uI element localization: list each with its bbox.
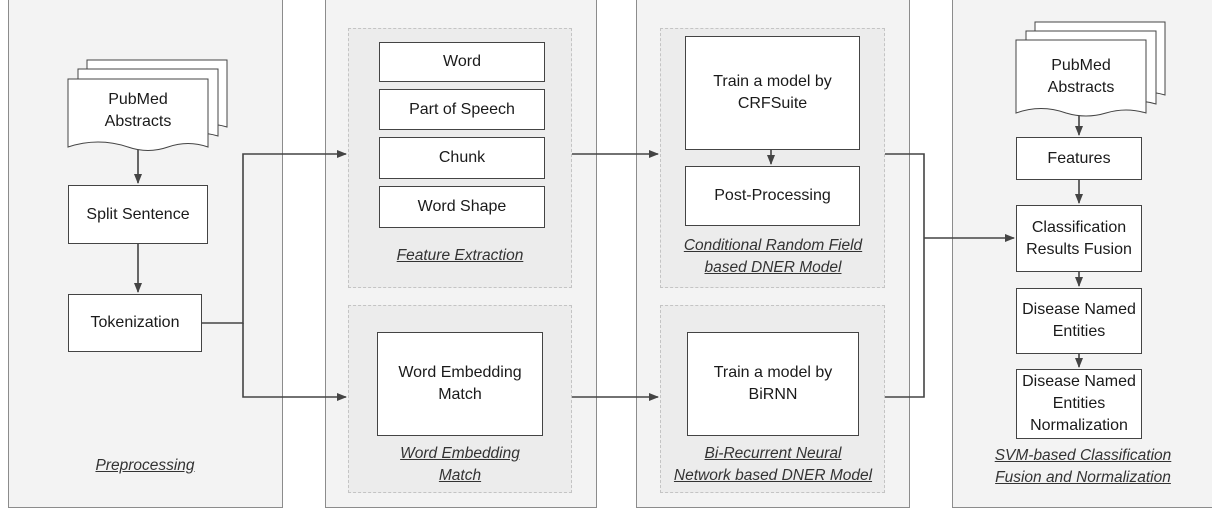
crf-train-box: Train a model by CRFSuite — [685, 36, 860, 150]
classification-fusion-box: Classification Results Fusion — [1016, 205, 1142, 272]
word-embedding-caption: Word Embedding Match — [400, 445, 520, 484]
feature-extraction-caption: Feature Extraction — [396, 247, 524, 264]
tokenization-box: Tokenization — [68, 294, 202, 352]
preprocessing-caption: Preprocessing — [95, 457, 195, 474]
feature-word-box: Word — [379, 42, 545, 82]
disease-named-entities-box: Disease Named Entities — [1016, 288, 1142, 354]
birnn-train-box: Train a model by BiRNN — [687, 332, 859, 436]
crf-caption: Conditional Random Field based DNER Mode… — [683, 237, 863, 276]
pubmed-abstracts-label: PubMed Abstracts — [104, 91, 172, 130]
pubmed-abstracts-label-right: PubMed Abstracts — [1047, 57, 1115, 96]
birnn-caption: Bi-Recurrent Neural Network based DNER M… — [673, 445, 873, 484]
word-embedding-match-box: Word Embedding Match — [377, 332, 543, 436]
post-processing-box: Post-Processing — [685, 166, 860, 226]
feature-pos-box: Part of Speech — [379, 89, 545, 130]
feature-word-shape-box: Word Shape — [379, 186, 545, 228]
split-sentence-box: Split Sentence — [68, 185, 208, 244]
normalization-box: Disease Named Entities Normalization — [1016, 369, 1142, 439]
preprocessing-panel — [8, 0, 283, 508]
svm-caption: SVM-based Classification Fusion and Norm… — [994, 447, 1172, 486]
features-box: Features — [1016, 137, 1142, 180]
feature-chunk-box: Chunk — [379, 137, 545, 179]
